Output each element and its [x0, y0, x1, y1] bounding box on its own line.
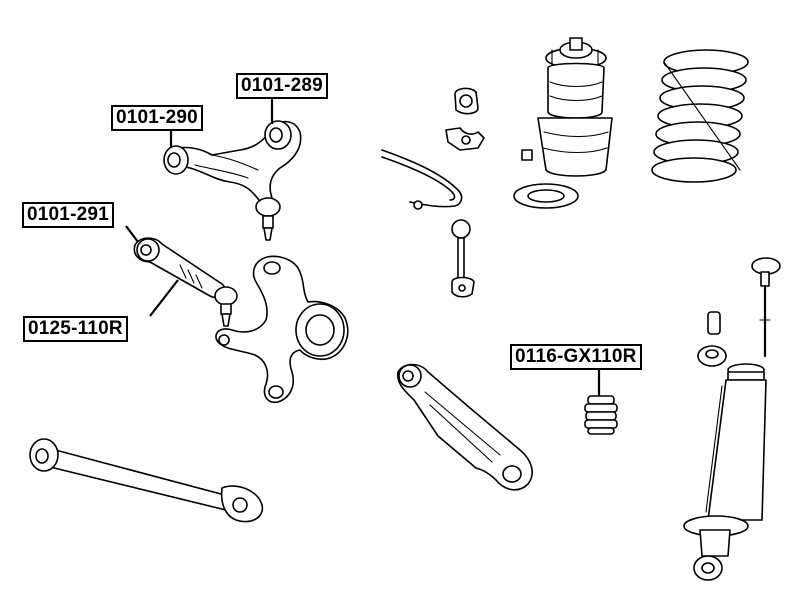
upper-ball-joint — [255, 197, 281, 241]
leader-lines — [125, 97, 601, 396]
upper-arm-bushing-right-part — [264, 120, 292, 150]
tie-rod-end-part — [214, 286, 238, 327]
part-label-0101-291: 0101-291 — [22, 202, 114, 228]
lower-control-arm — [396, 363, 533, 491]
part-label-0125-110R: 0125-110R — [23, 316, 128, 342]
bump-stop-part — [584, 395, 618, 435]
coil-spring — [651, 49, 749, 183]
stabilizer-bushing — [445, 87, 485, 151]
steering-knuckle — [215, 255, 349, 404]
part-label-0101-289: 0101-289 — [236, 73, 328, 99]
stabilizer-link — [451, 219, 475, 298]
shock-absorber — [683, 257, 781, 581]
lateral-link — [133, 237, 226, 299]
trailing-rod — [29, 438, 264, 523]
part-label-0101-290: 0101-290 — [111, 105, 203, 131]
strut-assembly — [513, 37, 613, 209]
upper-arm-bushing-left-part — [163, 145, 189, 175]
part-label-0116-GX110R: 0116-GX110R — [510, 344, 642, 370]
stabilizer-bar — [381, 149, 463, 210]
